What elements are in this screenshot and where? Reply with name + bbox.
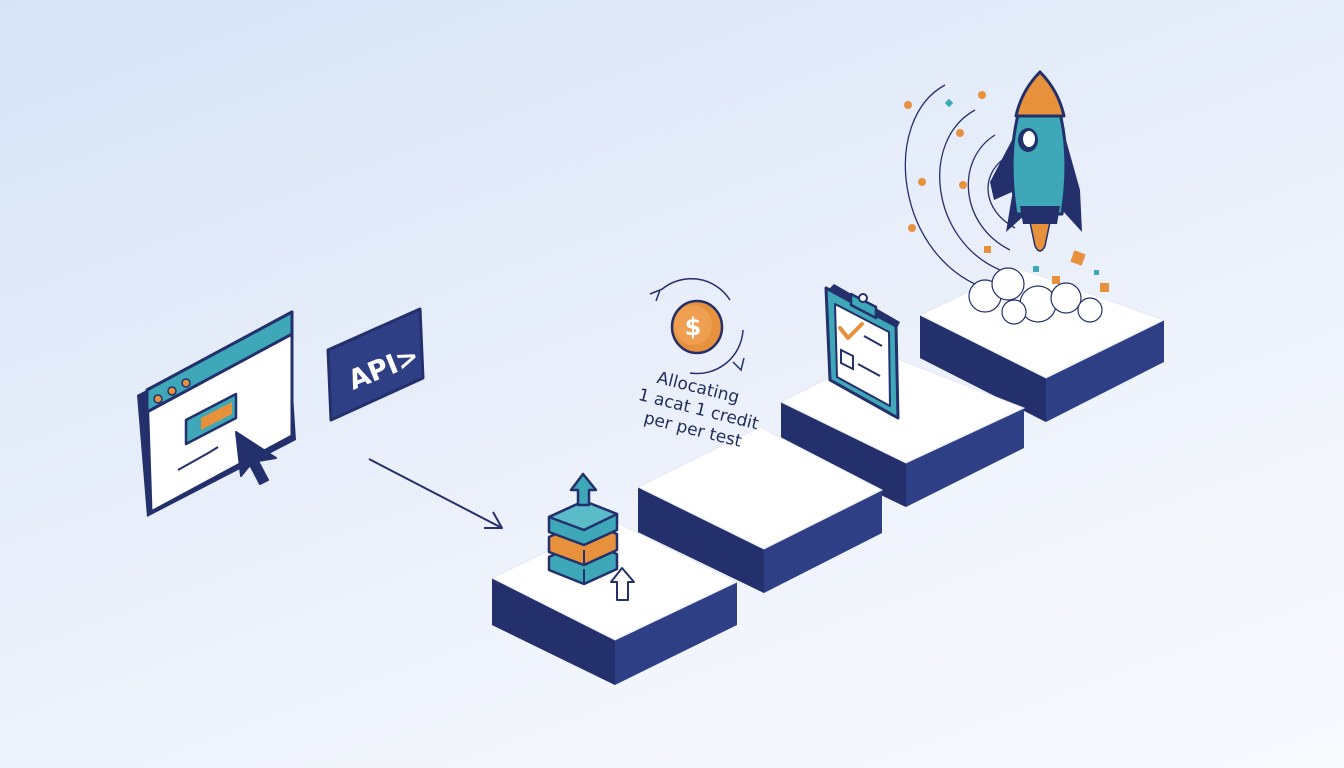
rocket-icon (904, 70, 1109, 325)
stacked-boxes-icon (547, 472, 635, 601)
cursor-icon (235, 431, 277, 485)
clipboard-checklist-icon (824, 284, 900, 420)
platform-step-2 (636, 426, 884, 593)
arrow-icon (368, 458, 503, 529)
browser-window-icon (137, 310, 296, 517)
coin-icon: $ (649, 277, 745, 375)
coin-currency-symbol: $ (685, 313, 702, 341)
api-badge-icon: API> (326, 307, 425, 422)
